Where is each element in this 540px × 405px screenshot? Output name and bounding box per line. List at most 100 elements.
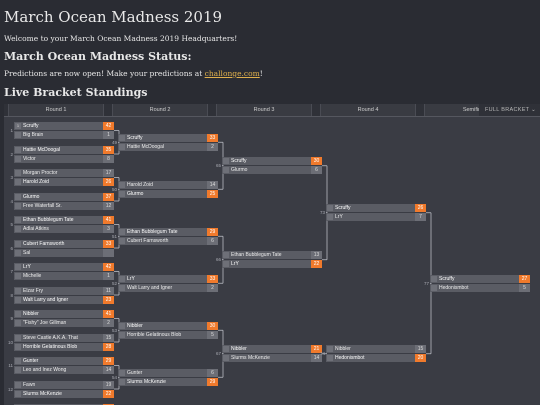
team-score: 41	[103, 216, 114, 224]
team-name: Hedonismbot	[335, 355, 365, 362]
team-score: 22	[311, 260, 322, 269]
team-score: 6	[311, 166, 322, 175]
team-score: 27	[519, 274, 530, 283]
full-bracket-label: FULL BRACKET	[484, 107, 530, 113]
team-name: Scruffy	[335, 205, 351, 212]
challonge-link[interactable]: challonge.com	[204, 69, 260, 78]
team-score	[103, 248, 114, 257]
full-bracket-button[interactable]: FULL BRACKET ⌄	[478, 104, 536, 116]
team-seed	[119, 237, 125, 244]
team-score: 26	[415, 204, 426, 213]
team-seed	[119, 143, 125, 150]
team-score: 3	[103, 225, 114, 233]
team-name: Scruffy	[127, 134, 143, 141]
team-seed	[119, 331, 125, 338]
team-name: Horrible Gelatinous Blob	[23, 343, 78, 350]
team-score: 8	[103, 154, 114, 163]
team-seed	[327, 205, 333, 212]
welcome-text: Welcome to your March Ocean Madness 2019…	[4, 34, 238, 43]
team-row[interactable]: Sal	[14, 248, 114, 257]
team-score: 1	[103, 131, 114, 139]
team-seed	[15, 226, 21, 232]
team-row[interactable]: Free Waterfall Sr.12	[14, 201, 114, 210]
team-score: 11	[103, 286, 114, 295]
team-name: Free Waterfall Sr.	[23, 202, 62, 209]
bracket-view[interactable]: Round 1 Round 2 Round 3 Round 4 Semifin …	[4, 104, 540, 405]
match-number: 9	[10, 316, 13, 321]
team-score: 15	[103, 333, 114, 342]
match-number: 67	[215, 351, 221, 357]
team-row[interactable]: Scruffy 26	[326, 204, 426, 213]
